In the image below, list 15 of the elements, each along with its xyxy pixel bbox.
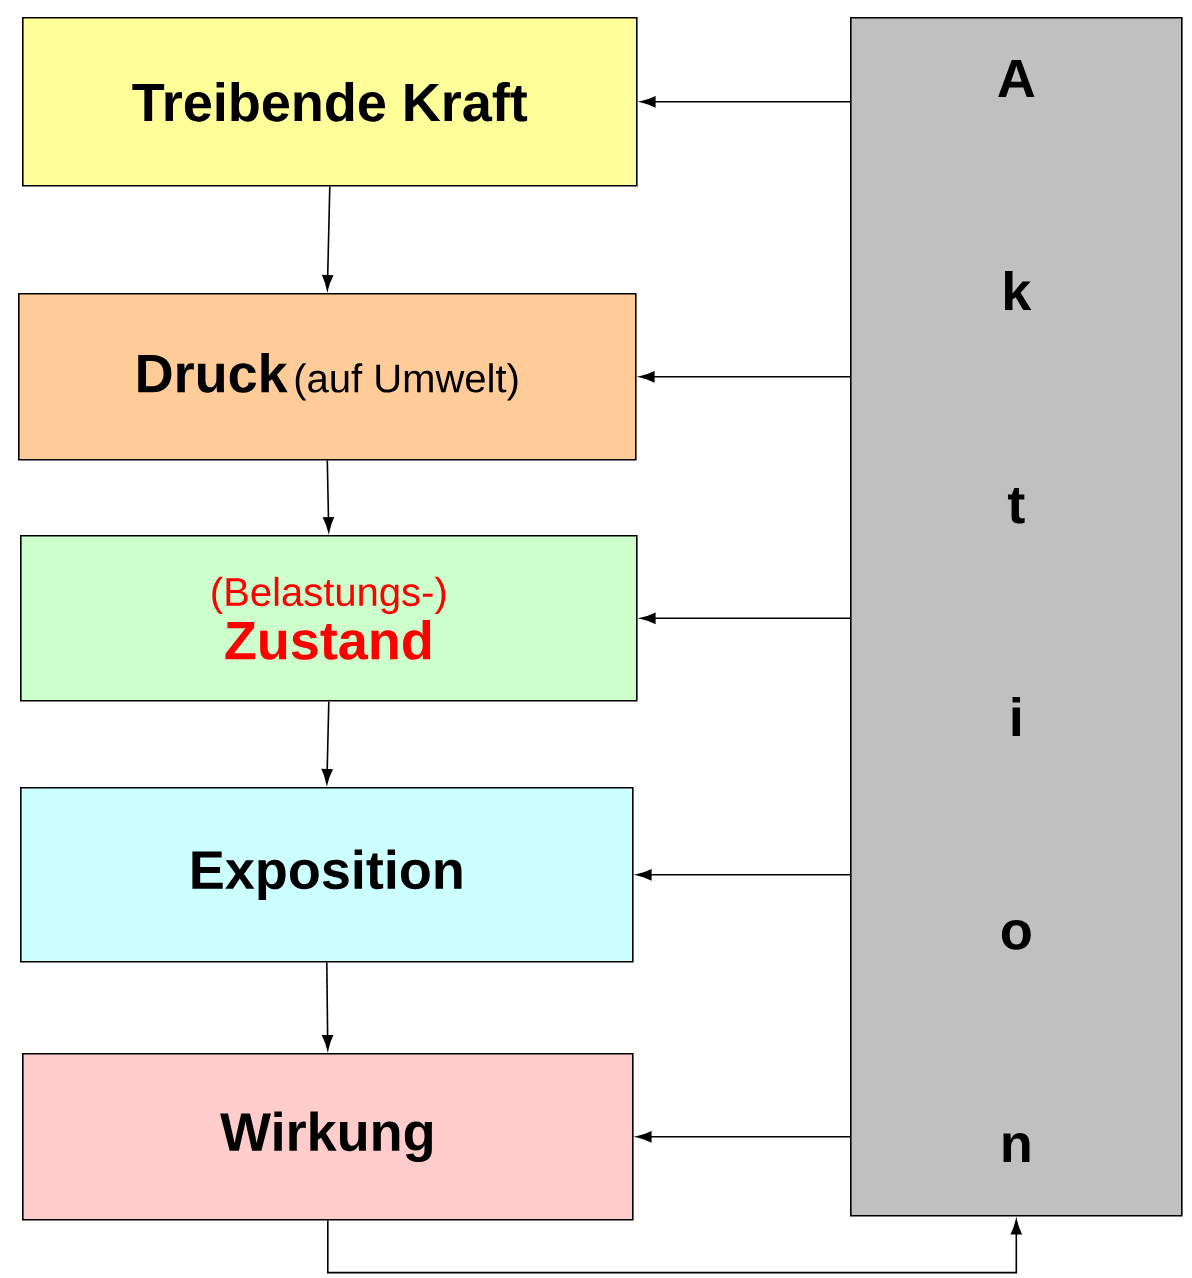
arrow bbox=[327, 1219, 1022, 1274]
arrow bbox=[640, 96, 851, 108]
arrow bbox=[322, 459, 334, 533]
action-bar: Aktion bbox=[850, 17, 1183, 1217]
arrow bbox=[636, 1131, 851, 1143]
arrow bbox=[639, 371, 851, 383]
process-box: Treibende Kraft bbox=[22, 17, 638, 187]
process-box: Exposition bbox=[20, 787, 634, 963]
arrow bbox=[322, 185, 334, 291]
arrow bbox=[636, 869, 851, 881]
arrow bbox=[321, 700, 333, 785]
arrow bbox=[322, 961, 334, 1051]
process-box: (Belastungs-) Zustand bbox=[20, 535, 638, 702]
arrow bbox=[640, 612, 851, 624]
process-box: Wirkung bbox=[22, 1053, 634, 1221]
